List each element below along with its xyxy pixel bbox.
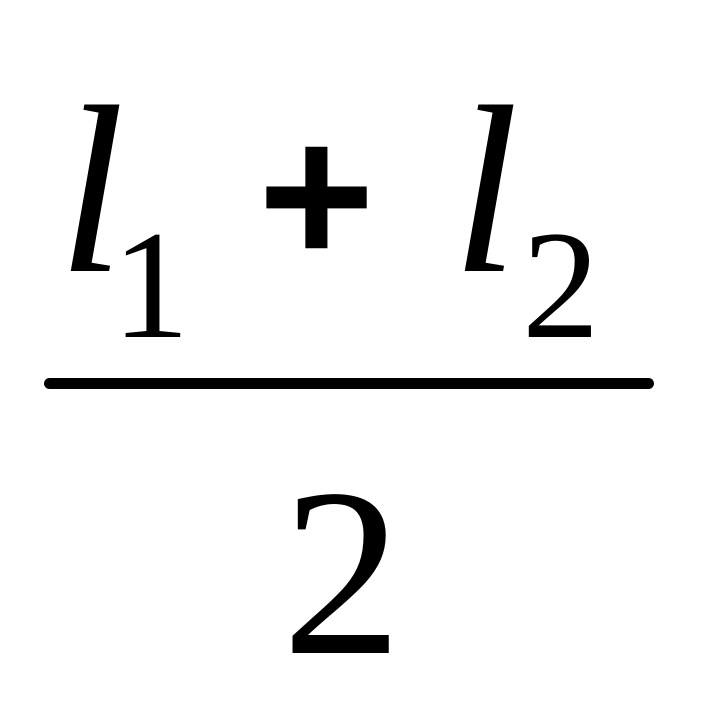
subscript-1: 1 <box>112 199 190 371</box>
variable-l1: l <box>58 57 125 323</box>
fraction-denominator: 2 <box>282 439 402 705</box>
plus-operator: + <box>258 84 375 307</box>
fraction-bar <box>44 378 654 389</box>
variable-l2: l <box>452 57 519 323</box>
subscript-2: 2 <box>522 199 600 371</box>
